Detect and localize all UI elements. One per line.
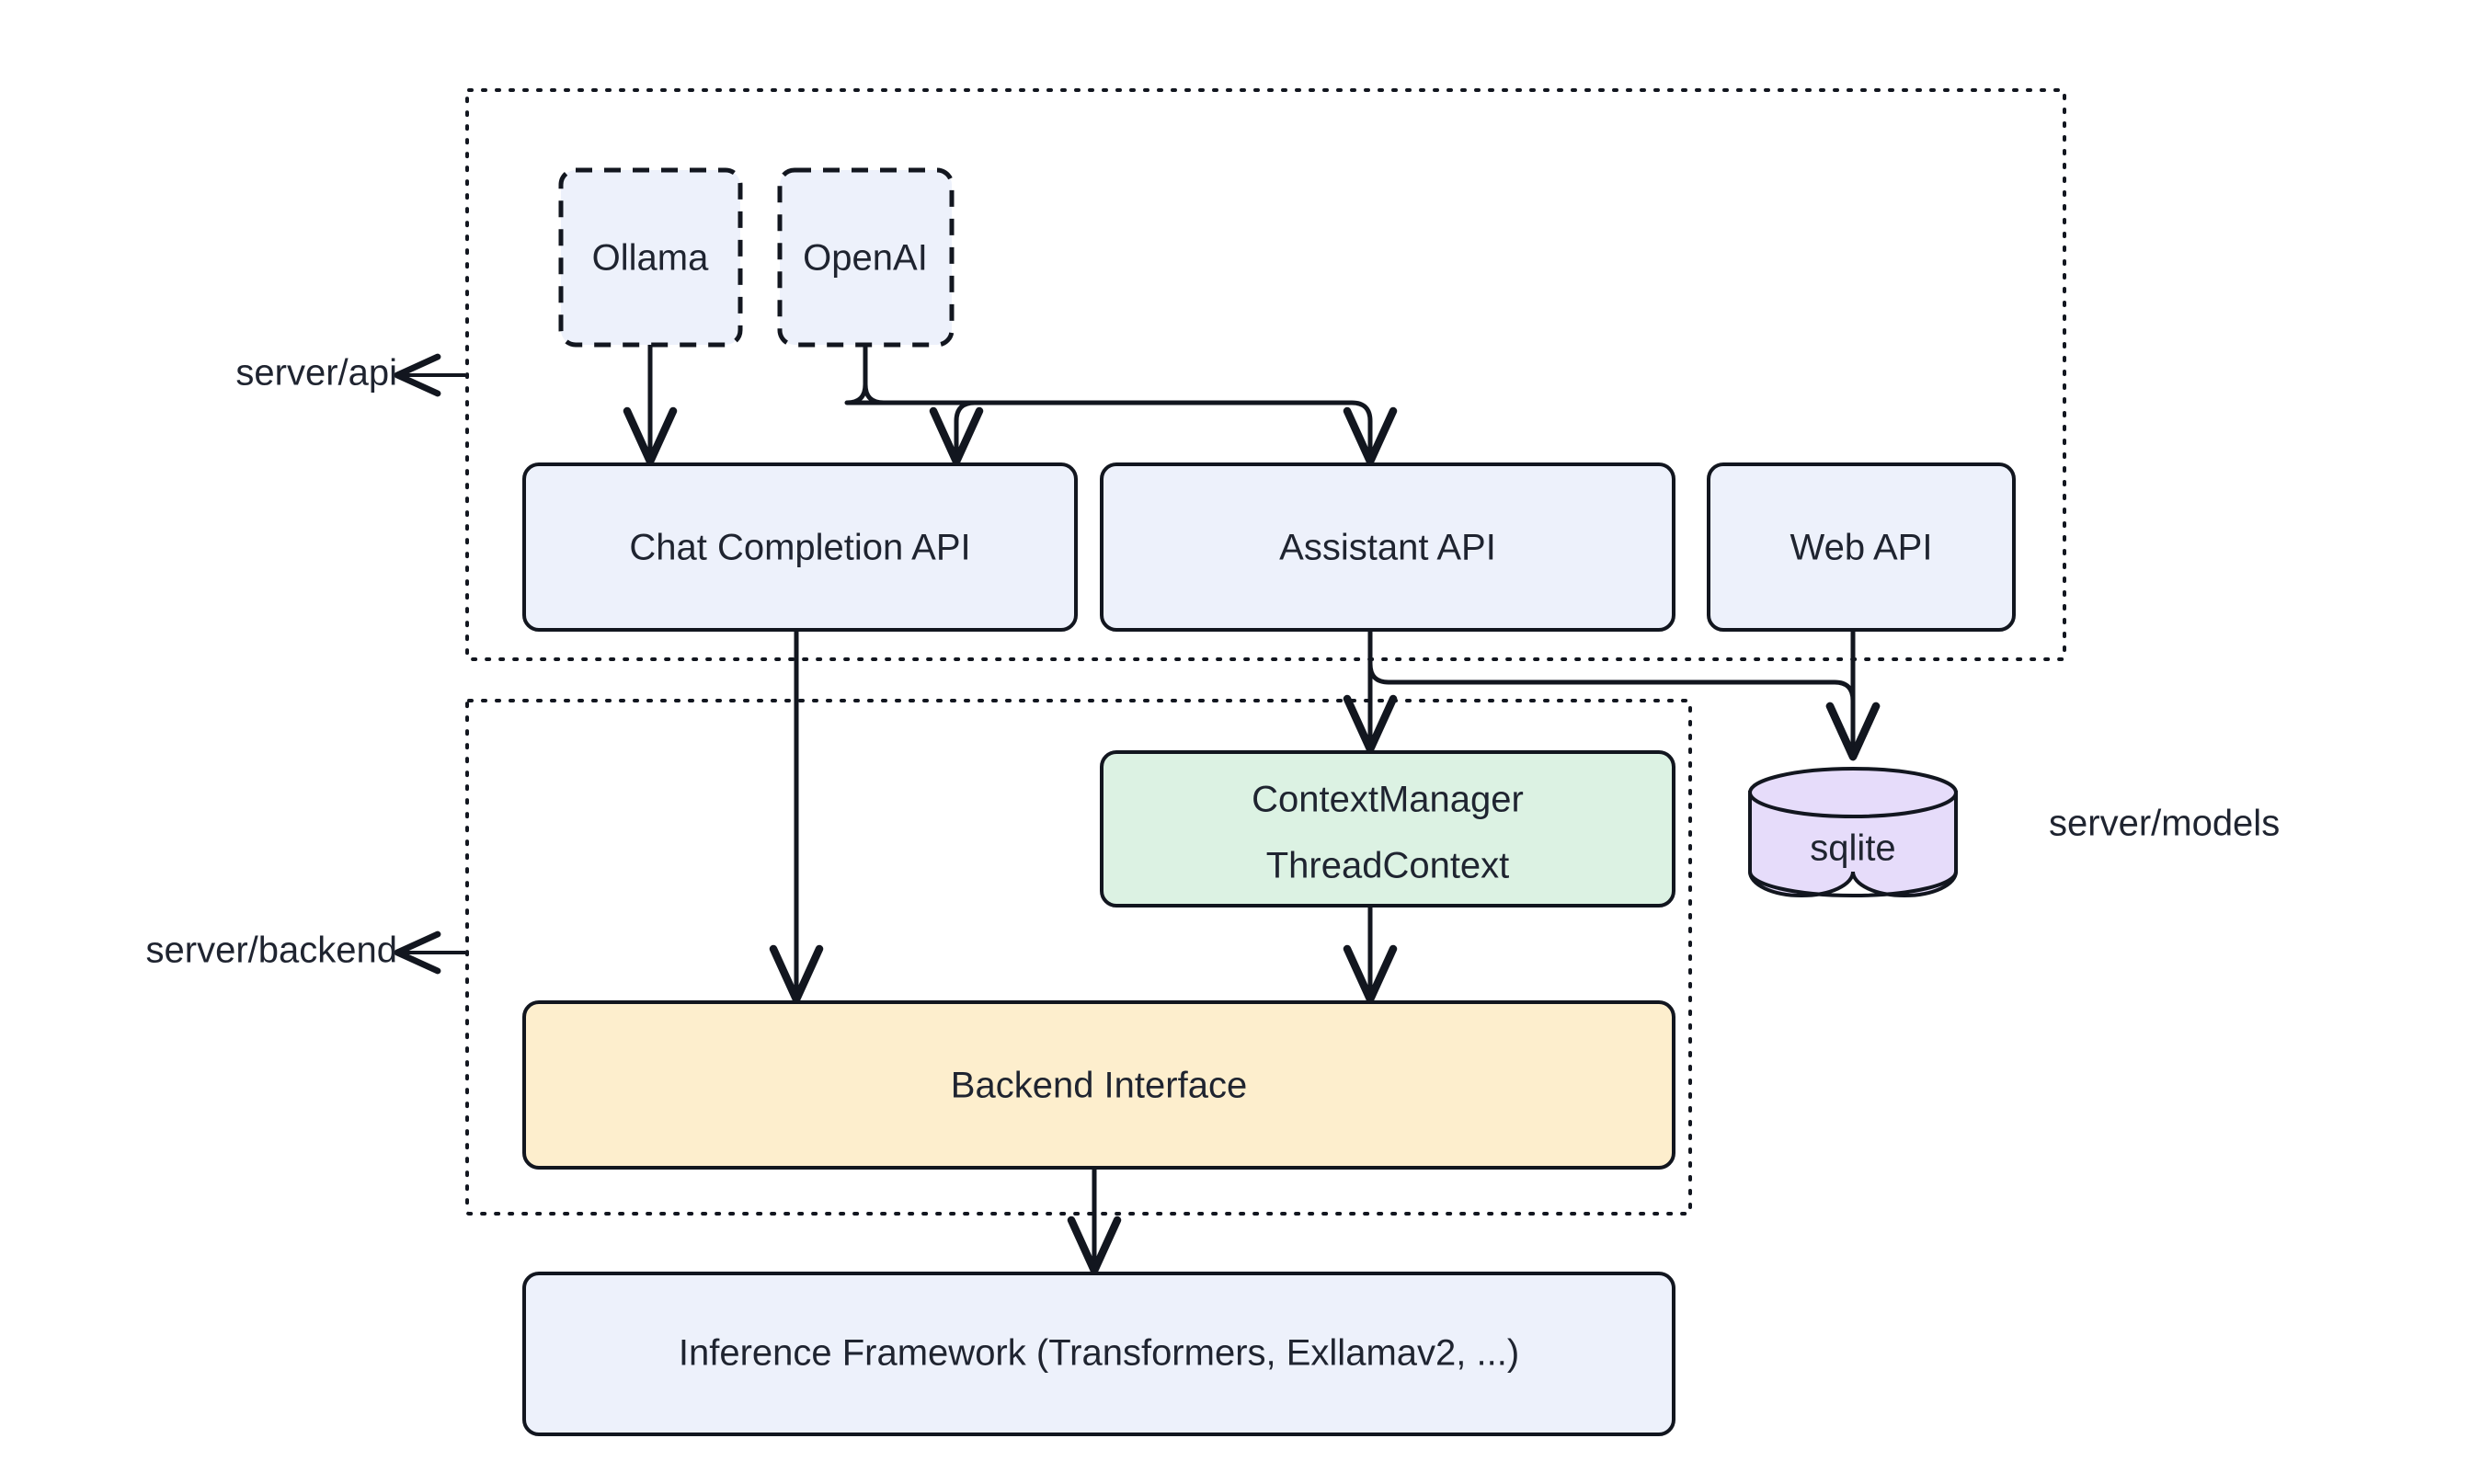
node-web-api[interactable]: Web API xyxy=(1707,462,2016,632)
node-openai-label: OpenAI xyxy=(803,238,928,279)
cluster-label-server-api: server/api xyxy=(235,353,397,394)
node-inference-framework[interactable]: Inference Framework (Transformers, Exlla… xyxy=(522,1272,1675,1436)
node-context-manager-label-line2: ThreadContext xyxy=(1266,846,1510,886)
node-openai[interactable]: OpenAI xyxy=(777,167,955,348)
node-chat-completion-api[interactable]: Chat Completion API xyxy=(522,462,1078,632)
node-backend-interface[interactable]: Backend Interface xyxy=(522,1000,1675,1170)
node-web-api-box xyxy=(1707,462,2016,632)
node-assistant-api-label: Assistant API xyxy=(1279,528,1496,568)
node-context-manager[interactable]: ContextManager ThreadContext xyxy=(1100,750,1675,908)
cluster-label-server-backend: server/backend xyxy=(146,930,397,971)
edge-assistant-api-to-sqlite xyxy=(1367,663,1881,761)
cluster-server-api xyxy=(465,88,2066,661)
node-chat-completion-api-label: Chat Completion API xyxy=(629,528,970,568)
node-web-api-label: Web API xyxy=(1790,528,1933,568)
cluster-label-server-models: server/models xyxy=(2049,804,2280,844)
node-backend-interface-label: Backend Interface xyxy=(951,1066,1247,1106)
node-context-manager-label-line1: ContextManager xyxy=(1252,780,1524,820)
edge-openai-to-assistant-api xyxy=(863,383,1398,466)
node-ollama-box xyxy=(558,167,743,348)
node-ollama-label: Ollama xyxy=(592,238,709,279)
node-context-manager-box xyxy=(1100,750,1675,908)
cluster-server-backend xyxy=(465,699,1692,1216)
node-sqlite-top-ellipse xyxy=(1748,767,1958,818)
node-assistant-api-box xyxy=(1100,462,1675,632)
node-inference-framework-box xyxy=(522,1272,1675,1436)
node-sqlite-label: sqlite xyxy=(1810,828,1895,869)
node-inference-framework-label: Inference Framework (Transformers, Exlla… xyxy=(679,1333,1519,1374)
node-sqlite-outline xyxy=(1748,793,1958,897)
node-chat-completion-api-box xyxy=(522,462,1078,632)
node-sqlite[interactable]: sqlite xyxy=(1748,767,1958,897)
node-assistant-api[interactable]: Assistant API xyxy=(1100,462,1675,632)
node-backend-interface-box xyxy=(522,1000,1675,1170)
node-ollama[interactable]: Ollama xyxy=(558,167,743,348)
node-openai-box xyxy=(777,167,955,348)
